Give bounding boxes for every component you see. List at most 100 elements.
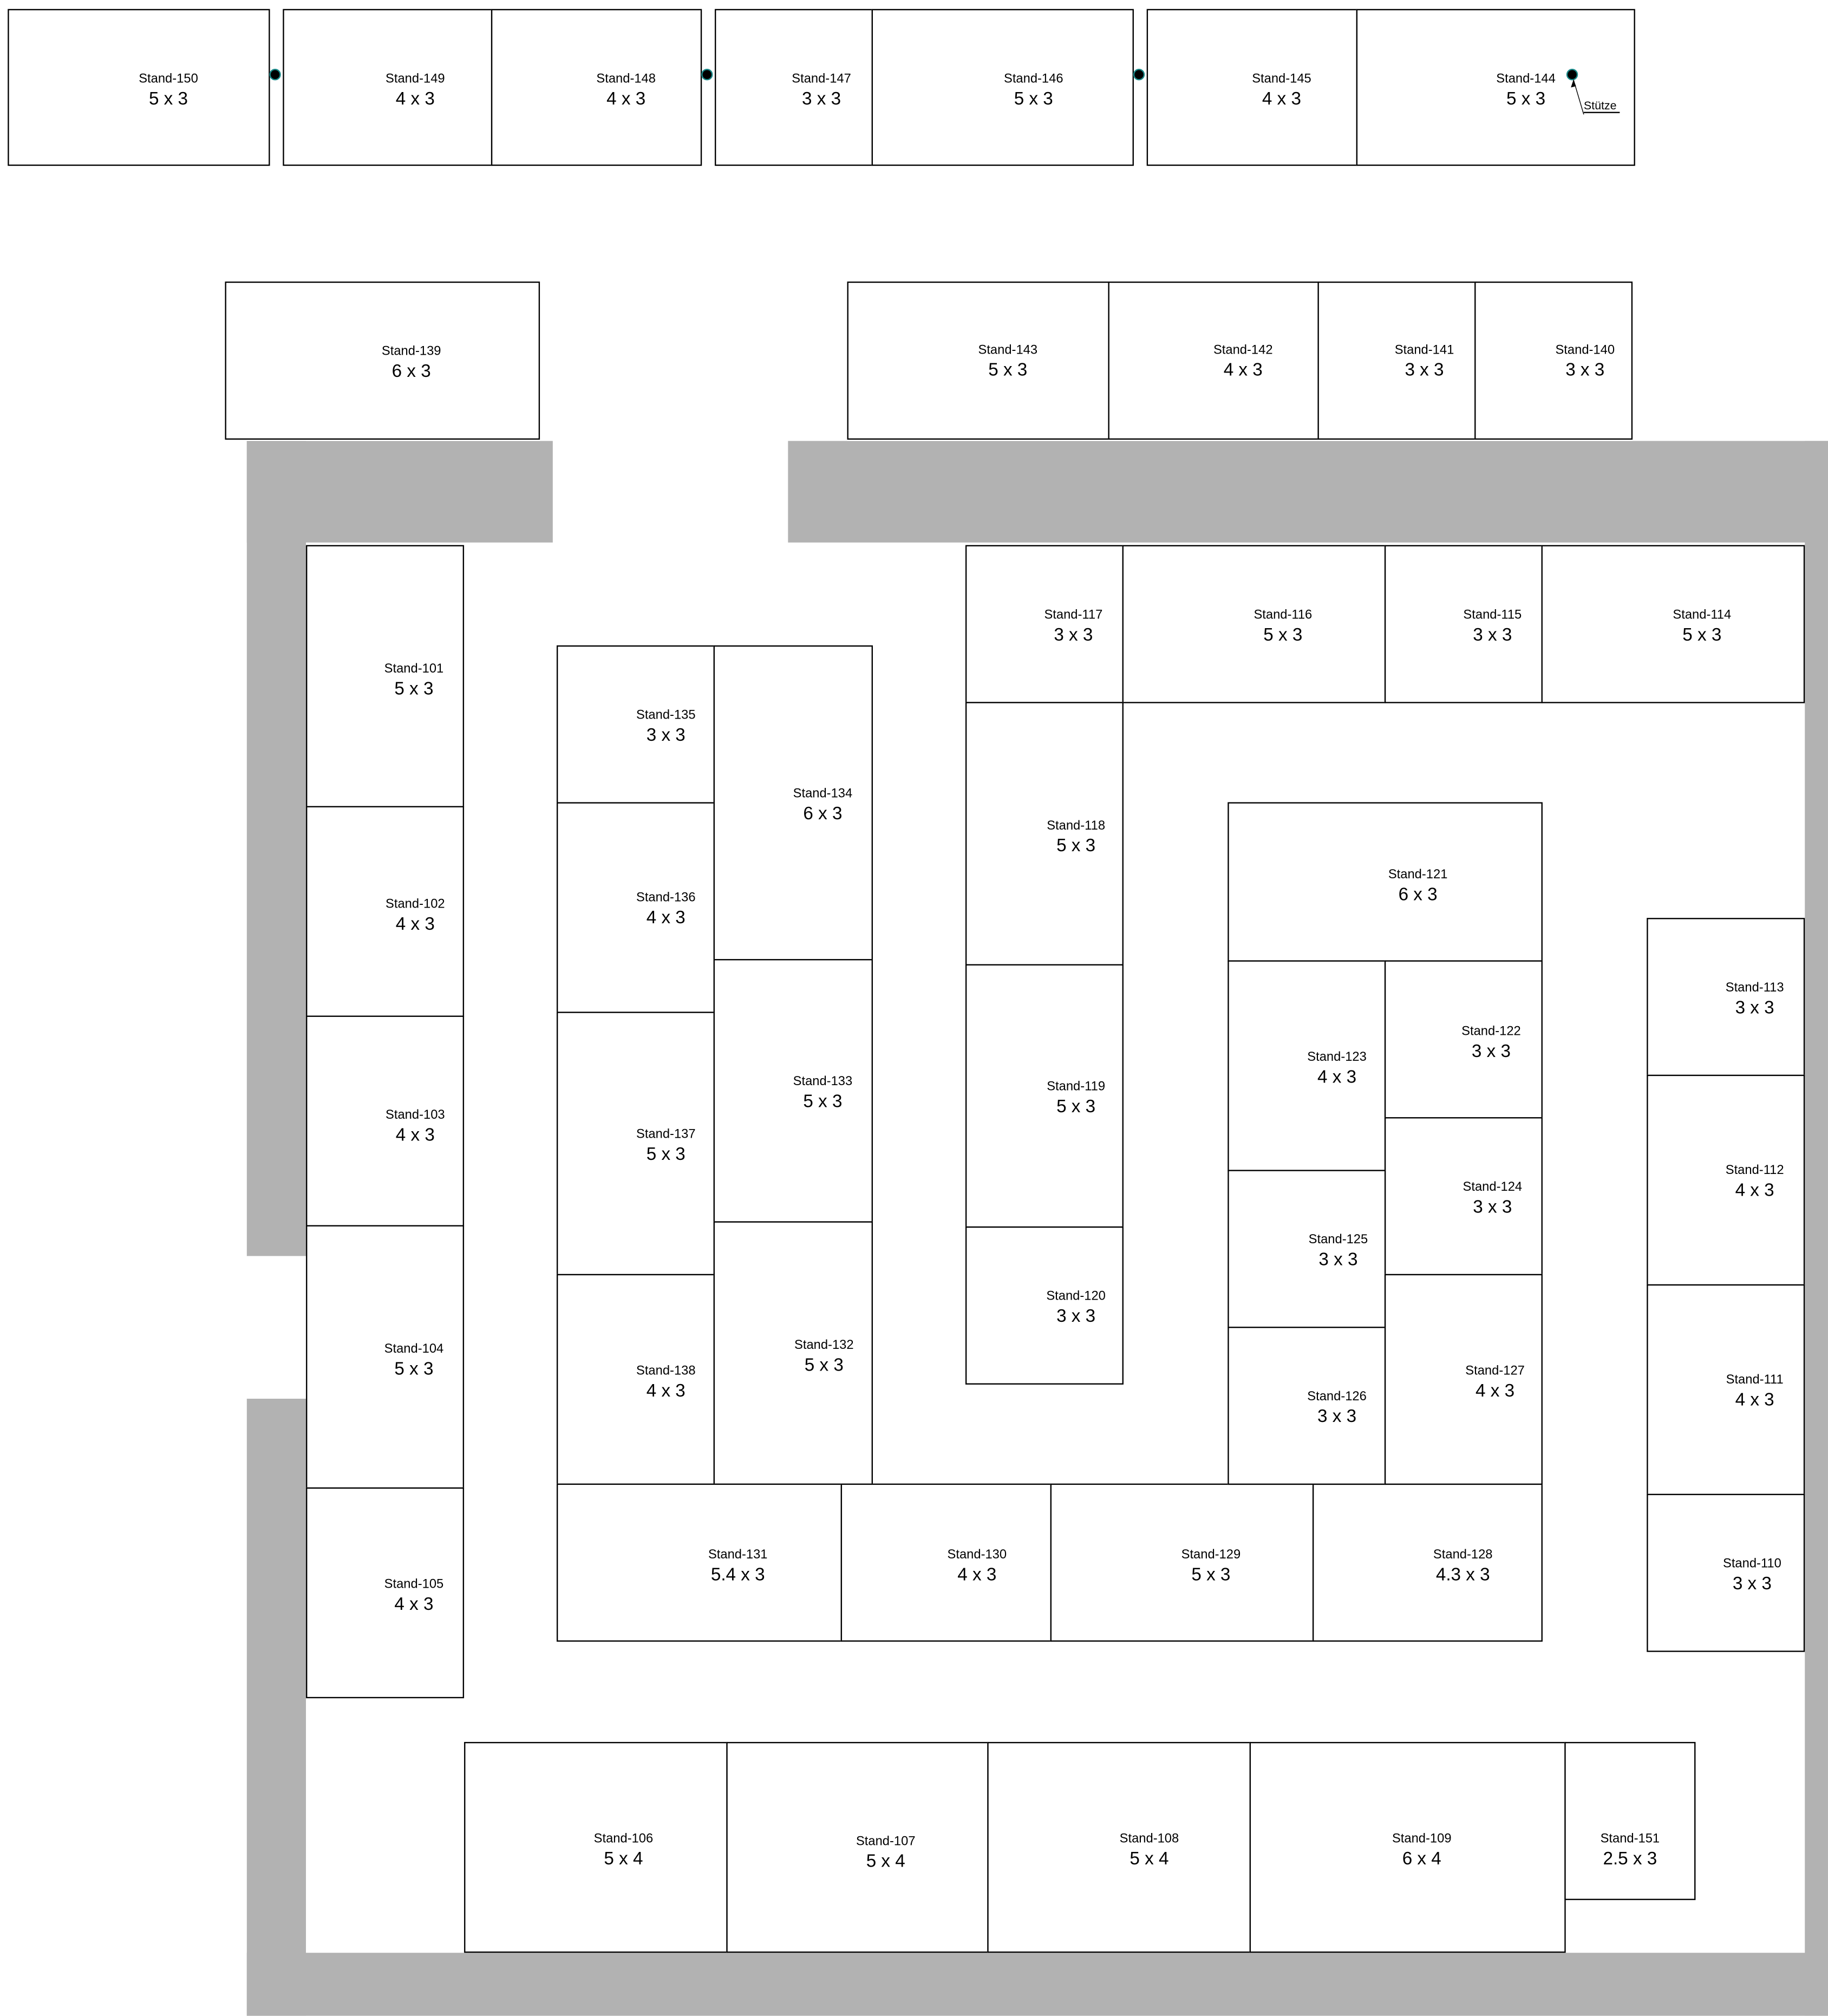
pillar-icon [1133,69,1145,81]
stand-140[interactable] [1474,281,1633,440]
stand-139[interactable] [225,281,540,440]
stand-name: Stand-128 [1433,1548,1493,1563]
stand-size: 5 x 3 [803,1089,843,1111]
stand-138[interactable] [556,1274,715,1485]
stand-110[interactable] [1647,1493,1805,1652]
stand-108[interactable] [987,1741,1251,1953]
stand-name: Stand-151 [1600,1832,1660,1847]
stand-150[interactable] [8,9,270,166]
stand-105[interactable] [306,1487,465,1699]
stand-147[interactable] [714,9,873,166]
stand-name: Stand-125 [1308,1233,1368,1248]
stand-148[interactable] [491,9,702,166]
stand-114[interactable] [1541,545,1805,703]
stand-126[interactable] [1228,1327,1386,1485]
stand-103[interactable] [306,1015,465,1226]
stand-size: 3 x 3 [1318,1248,1358,1269]
stand-name: Stand-114 [1673,608,1732,623]
wall-bottom [246,1953,1828,2016]
stand-111[interactable] [1647,1284,1805,1496]
wall-left-upper [246,441,306,1256]
stand-135[interactable] [556,645,715,804]
stand-120[interactable] [965,1226,1124,1385]
stand-size: 5 x 3 [646,1142,686,1163]
stand-151[interactable] [1564,1741,1696,1900]
stand-size: 3 x 3 [801,87,841,108]
stand-name: Stand-136 [636,891,696,905]
stand-137[interactable] [556,1012,715,1276]
stand-131[interactable] [556,1483,843,1642]
stand-144[interactable] [1356,9,1635,166]
stand-142[interactable] [1108,281,1319,440]
stand-name: Stand-117 [1044,608,1103,623]
stand-141[interactable] [1317,281,1476,440]
stand-name: Stand-141 [1394,343,1454,358]
stand-size: 5 x 3 [1191,1563,1231,1584]
stand-133[interactable] [713,959,873,1223]
stand-122[interactable] [1384,960,1543,1119]
stand-size: 3 x 3 [1735,996,1774,1017]
stand-name: Stand-129 [1181,1548,1241,1563]
stand-149[interactable] [283,9,493,166]
stand-130[interactable] [840,1483,1052,1642]
stand-size: 4 x 3 [394,1592,434,1613]
stand-128[interactable] [1312,1483,1543,1642]
pillar-label: Stütze [1583,99,1620,113]
stand-name: Stand-133 [793,1075,853,1089]
stand-145[interactable] [1146,9,1358,166]
stand-name: Stand-121 [1388,867,1448,883]
stand-136[interactable] [556,802,715,1013]
stand-name: Stand-120 [1046,1289,1106,1304]
stand-size: 4.3 x 3 [1435,1563,1490,1584]
stand-112[interactable] [1647,1074,1805,1286]
stand-size: 4 x 3 [395,1123,435,1144]
stand-size: 3 x 3 [1732,1571,1772,1593]
stand-102[interactable] [306,806,465,1017]
stand-name: Stand-130 [947,1548,1007,1563]
stand-name: Stand-115 [1463,608,1522,623]
stand-name: Stand-131 [708,1548,768,1563]
stand-name: Stand-142 [1213,343,1273,358]
stand-name: Stand-124 [1463,1180,1523,1195]
stand-size: 4 x 3 [1317,1065,1357,1086]
stand-size: 5.4 x 3 [710,1563,765,1584]
stand-109[interactable] [1249,1741,1566,1953]
stand-118[interactable] [965,702,1124,965]
stand-143[interactable] [847,281,1109,440]
stand-106[interactable] [464,1741,728,1953]
stand-size: 3 x 3 [646,723,686,744]
stand-name: Stand-103 [386,1108,445,1123]
stand-127[interactable] [1384,1274,1543,1485]
stand-name: Stand-132 [794,1338,854,1353]
stand-size: 5 x 3 [988,358,1028,379]
stand-name: Stand-137 [636,1127,696,1142]
stand-125[interactable] [1228,1170,1386,1328]
stand-name: Stand-127 [1465,1364,1525,1379]
stand-size: 6 x 3 [391,360,431,381]
stand-name: Stand-134 [793,787,853,801]
stand-116[interactable] [1122,545,1386,703]
stand-134[interactable] [713,645,873,961]
stand-129[interactable] [1050,1483,1314,1642]
stand-107[interactable] [726,1741,989,1953]
stand-name: Stand-110 [1722,1557,1781,1571]
stand-name: Stand-102 [386,897,445,912]
stand-146[interactable] [871,9,1134,166]
stand-101[interactable] [306,545,465,807]
stand-size: 4 x 3 [395,87,435,108]
stand-121[interactable] [1228,802,1543,962]
stand-119[interactable] [965,964,1124,1228]
stand-name: Stand-150 [139,72,198,87]
stand-size: 4 x 3 [1262,87,1301,108]
